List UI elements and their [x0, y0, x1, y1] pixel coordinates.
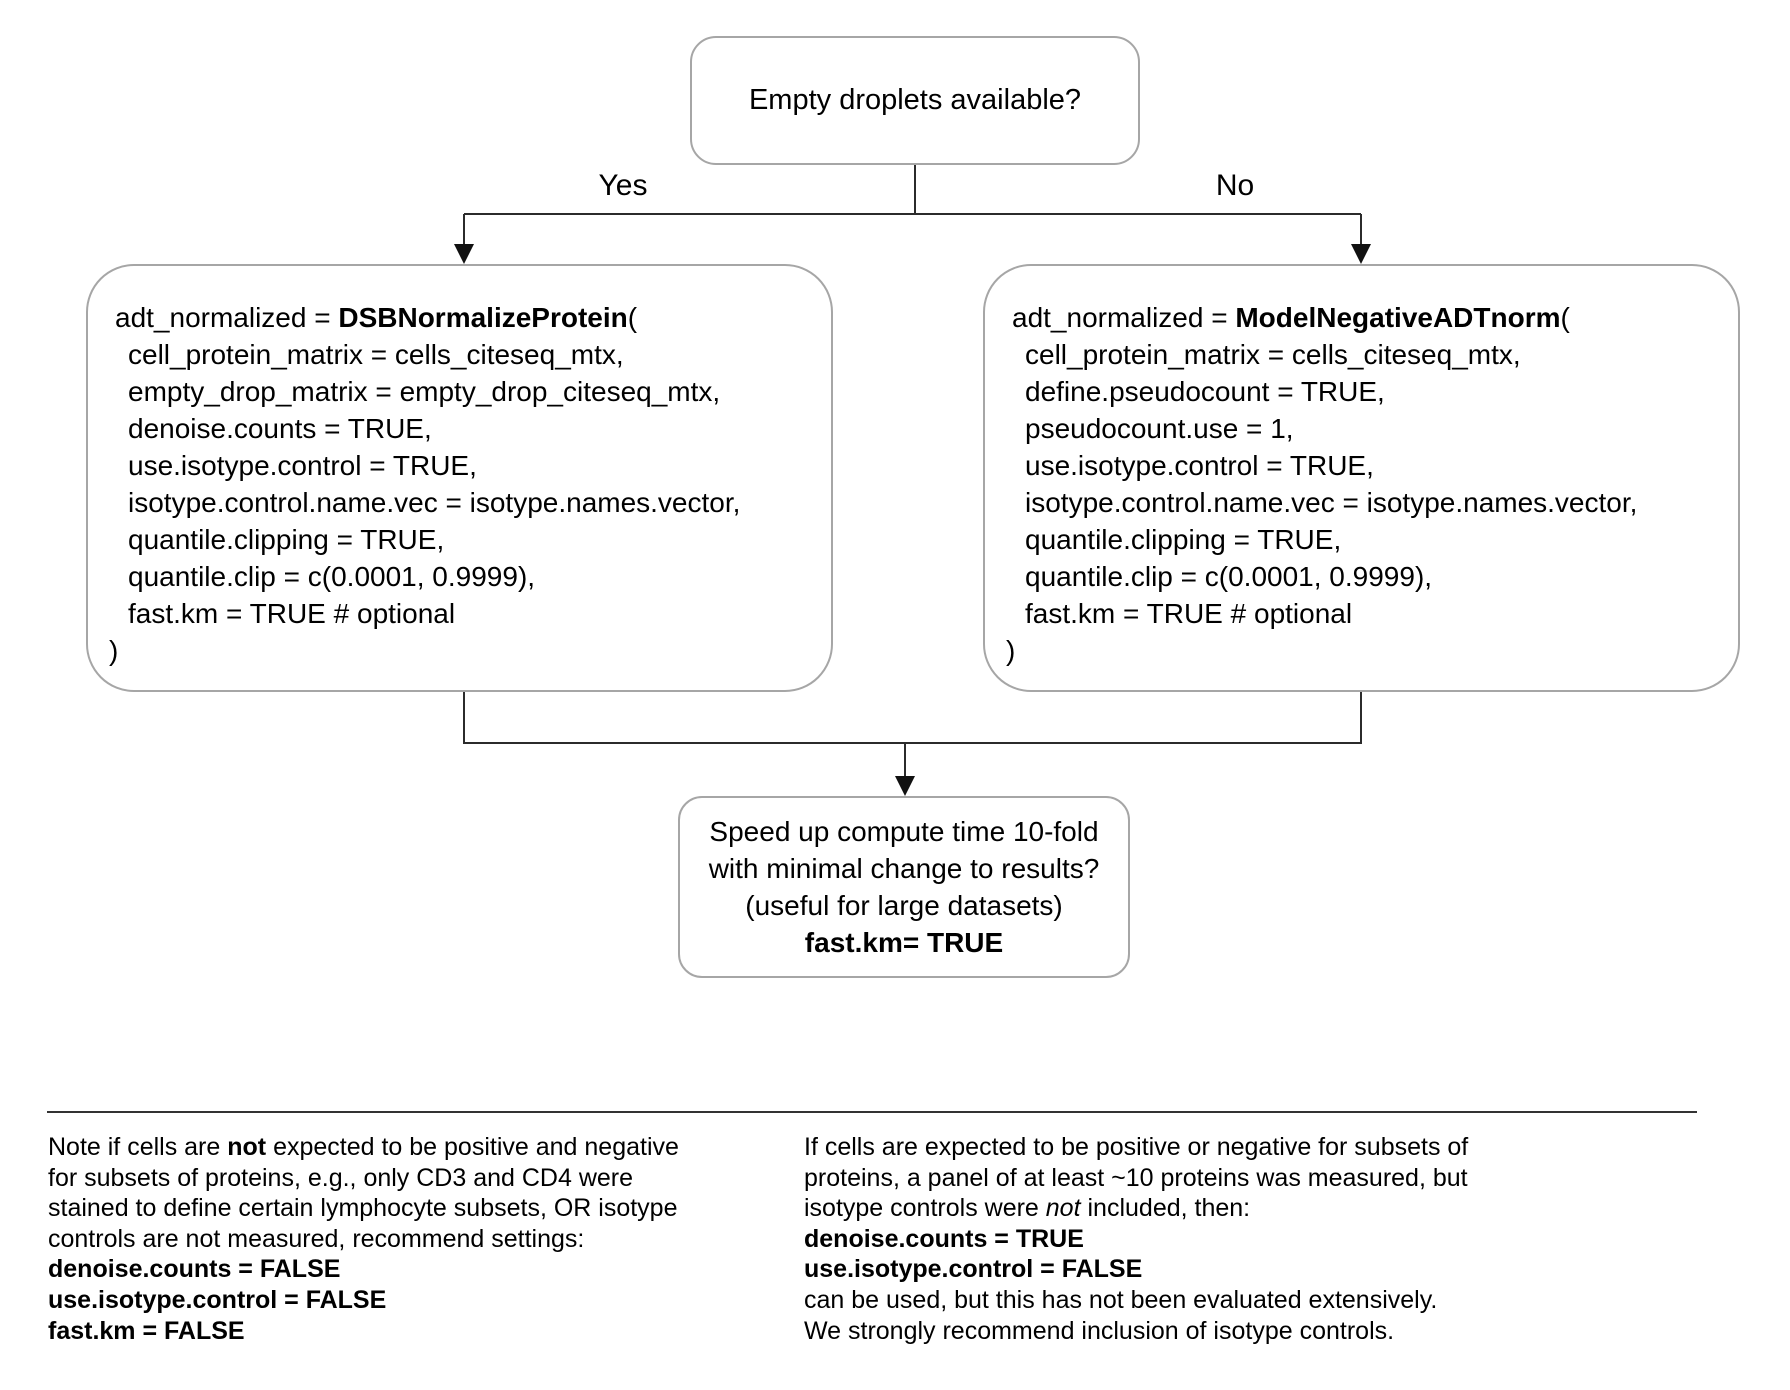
- code-line-signature: adt_normalized = ModelNegativeADTnorm(: [985, 299, 1738, 336]
- code-param: fast.km = TRUE # optional: [1025, 598, 1353, 629]
- code-assign: adt_normalized =: [115, 302, 339, 333]
- note-line: We strongly recommend inclusion of isoty…: [804, 1316, 1395, 1345]
- decision-box-empty-droplets: Empty droplets available?: [690, 36, 1140, 165]
- note-text: isotype controls were: [804, 1194, 1046, 1223]
- code-box-dsb-normalize-protein: adt_normalized = DSBNormalizeProtein( ce…: [86, 264, 833, 692]
- code-param: quantile.clipping = TRUE,: [128, 524, 445, 555]
- arrow-down-no-icon: [1351, 244, 1371, 264]
- code-open-paren: (: [627, 302, 638, 333]
- note-line: proteins, a panel of at least ~10 protei…: [804, 1163, 1468, 1192]
- code-param: use.isotype.control = TRUE,: [128, 450, 477, 481]
- code-param: quantile.clipping = TRUE,: [1025, 524, 1342, 555]
- code-param: isotype.control.name.vec = isotype.names…: [1025, 487, 1638, 518]
- branch-label-yes: Yes: [598, 169, 648, 202]
- branch-label-no: No: [1215, 169, 1255, 202]
- note-line: isotype controls were not included, then…: [804, 1193, 1564, 1224]
- code-close-paren: ): [109, 635, 119, 666]
- note-line: can be used, but this has not been evalu…: [804, 1285, 1438, 1314]
- result-line: (useful for large datasets): [745, 890, 1063, 921]
- code-param: isotype.control.name.vec = isotype.names…: [128, 487, 741, 518]
- arrow-down-yes-icon: [454, 244, 474, 264]
- code-function-name: ModelNegativeADTnorm: [1235, 302, 1561, 333]
- note-line: Note if cells are not expected to be pos…: [48, 1132, 788, 1163]
- note-text-bold: not: [227, 1133, 267, 1161]
- result-line: with minimal change to results?: [708, 853, 1100, 884]
- code-close-paren: ): [1006, 635, 1016, 666]
- note-line: If cells are expected to be positive or …: [804, 1133, 1469, 1161]
- footnote-left-column: Note if cells are not expected to be pos…: [48, 1132, 788, 1346]
- note-text: Note if cells are: [48, 1133, 228, 1161]
- footnote-right-column: If cells are expected to be positive or …: [804, 1132, 1564, 1346]
- note-setting: denoise.counts = FALSE: [48, 1255, 341, 1284]
- result-line-fast-km: fast.km= TRUE: [804, 927, 1004, 958]
- note-text: included, then:: [1080, 1194, 1251, 1223]
- note-setting: denoise.counts = TRUE: [804, 1224, 1084, 1253]
- code-open-paren: (: [1560, 302, 1570, 333]
- note-setting: use.isotype.control = FALSE: [804, 1255, 1143, 1284]
- code-box-model-negative-adt-norm: adt_normalized = ModelNegativeADTnorm( c…: [983, 264, 1740, 692]
- decision-question: Empty droplets available?: [748, 84, 1082, 116]
- code-param: pseudocount.use = 1,: [1025, 413, 1294, 444]
- note-text-italic: not: [1045, 1194, 1081, 1223]
- arrow-down-result-icon: [895, 776, 915, 796]
- code-param: cell_protein_matrix = cells_citeseq_mtx,: [1025, 339, 1521, 370]
- code-param: empty_drop_matrix = empty_drop_citeseq_m…: [128, 376, 721, 407]
- code-assign: adt_normalized =: [1012, 302, 1236, 333]
- code-param: cell_protein_matrix = cells_citeseq_mtx,: [128, 339, 624, 370]
- code-line-signature: adt_normalized = DSBNormalizeProtein(: [88, 299, 831, 336]
- code-param: use.isotype.control = TRUE,: [1025, 450, 1374, 481]
- code-param: fast.km = TRUE # optional: [128, 598, 456, 629]
- code-param: denoise.counts = TRUE,: [128, 413, 432, 444]
- note-setting: fast.km = FALSE: [48, 1316, 245, 1345]
- note-line: for subsets of proteins, e.g., only CD3 …: [48, 1163, 634, 1192]
- code-param: define.pseudocount = TRUE,: [1025, 376, 1385, 407]
- note-line: controls are not measured, recommend set…: [48, 1224, 585, 1253]
- code-function-name: DSBNormalizeProtein: [338, 302, 628, 333]
- result-line: Speed up compute time 10-fold: [709, 816, 1099, 847]
- note-line: stained to define certain lymphocyte sub…: [48, 1194, 678, 1223]
- code-param: quantile.clip = c(0.0001, 0.9999),: [1025, 561, 1433, 592]
- footnote-divider: [47, 1111, 1697, 1113]
- result-box-fast-km: Speed up compute time 10-fold with minim…: [678, 796, 1130, 978]
- code-param: quantile.clip = c(0.0001, 0.9999),: [128, 561, 536, 592]
- note-text: expected to be positive and negative: [266, 1133, 679, 1161]
- note-setting: use.isotype.control = FALSE: [48, 1285, 387, 1314]
